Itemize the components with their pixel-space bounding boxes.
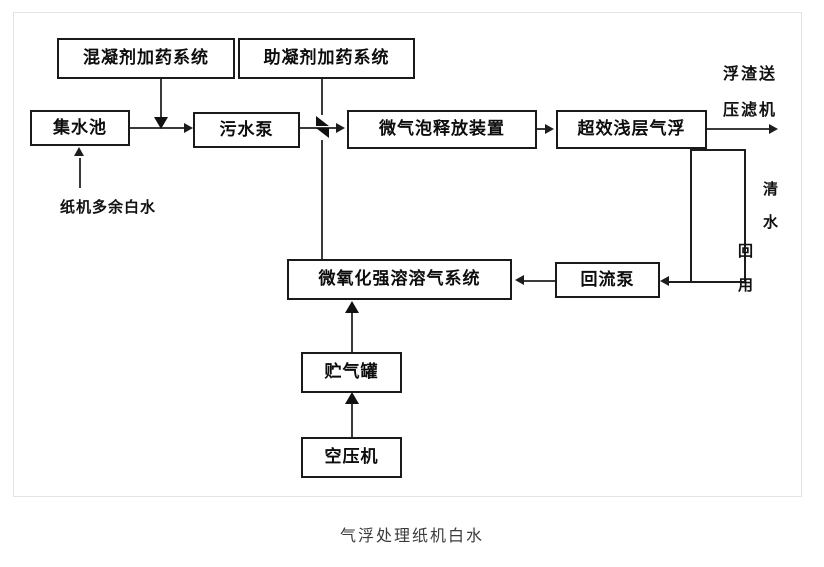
node-shallow-air-flotation[interactable]: 超效浅层气浮: [556, 110, 707, 149]
edge-coagulant-dosing-to-main-line: [160, 79, 162, 119]
edge-flotation-bottom-branch: [690, 149, 746, 151]
label-reuse-char-2: 水: [763, 213, 779, 231]
node-label: 助凝剂加药系统: [263, 48, 390, 68]
node-label: 回流泵: [580, 269, 635, 290]
edge-whitewater-to-collection-tank: [79, 158, 81, 188]
node-coagulant-aid-dosing-system[interactable]: 助凝剂加药系统: [238, 38, 415, 79]
diagram-frame: [13, 12, 802, 497]
valve-icon: [316, 116, 329, 138]
arrowhead-right: [184, 123, 193, 133]
arrowhead-left: [660, 276, 669, 286]
arrowhead-right: [545, 124, 554, 134]
node-micro-oxidation-dissolved-air-system[interactable]: 微氧化强溶溶气系统: [287, 259, 512, 300]
node-reflux-pump[interactable]: 回流泵: [555, 262, 660, 298]
node-gas-storage-tank[interactable]: 贮气罐: [301, 352, 402, 393]
arrowhead-right: [769, 124, 778, 134]
node-air-compressor[interactable]: 空压机: [301, 437, 402, 478]
edge-compressor-to-gas-tank: [351, 403, 353, 437]
node-label: 集水池: [53, 117, 107, 138]
node-label: 微气泡释放装置: [379, 119, 505, 139]
label-scum-to-filter-press-line2: 压滤机: [723, 100, 778, 119]
node-micro-bubble-release-device[interactable]: 微气泡释放装置: [347, 110, 537, 149]
node-collection-tank[interactable]: 集水池: [30, 110, 130, 146]
node-label: 微氧化强溶溶气系统: [318, 269, 481, 289]
node-label: 空压机: [324, 447, 379, 467]
edge-flotation-to-filter-press: [707, 128, 773, 130]
arrowhead-up: [345, 301, 359, 313]
edge-bubble-release-to-flotation: [537, 128, 549, 130]
label-reuse-char-3: 回: [738, 242, 754, 260]
arrowhead-left: [515, 275, 524, 285]
edge-recirculation-to-reflux-pump: [668, 281, 746, 283]
edge-gas-tank-to-dissolve-system: [351, 312, 353, 352]
edge-reflux-pump-to-dissolve-system: [524, 280, 555, 282]
label-reuse-char-4: 用: [738, 276, 754, 294]
label-white-water-inlet: 纸机多余白水: [60, 198, 157, 216]
diagram-caption: 气浮处理纸机白水: [339, 526, 484, 545]
edge-valve-to-dissolve-system: [321, 140, 323, 259]
arrowhead-down: [154, 117, 168, 129]
label-scum-to-filter-press-line1: 浮渣送: [723, 64, 778, 83]
node-sewage-pump[interactable]: 污水泵: [193, 112, 300, 148]
arrowhead-up: [345, 392, 359, 404]
node-label: 贮气罐: [324, 362, 379, 382]
arrowhead-up: [74, 147, 84, 156]
edge-recirculation-down: [690, 149, 692, 283]
node-label: 污水泵: [219, 119, 274, 140]
node-coagulant-dosing-system[interactable]: 混凝剂加药系统: [57, 38, 235, 79]
node-label: 超效浅层气浮: [577, 119, 686, 139]
node-label: 混凝剂加药系统: [83, 48, 209, 68]
arrowhead-right: [336, 123, 345, 133]
label-reuse-char-1: 清: [763, 180, 779, 198]
edge-aid-dosing-to-valve: [321, 79, 323, 115]
edge-clean-water-reuse-down: [744, 149, 746, 282]
